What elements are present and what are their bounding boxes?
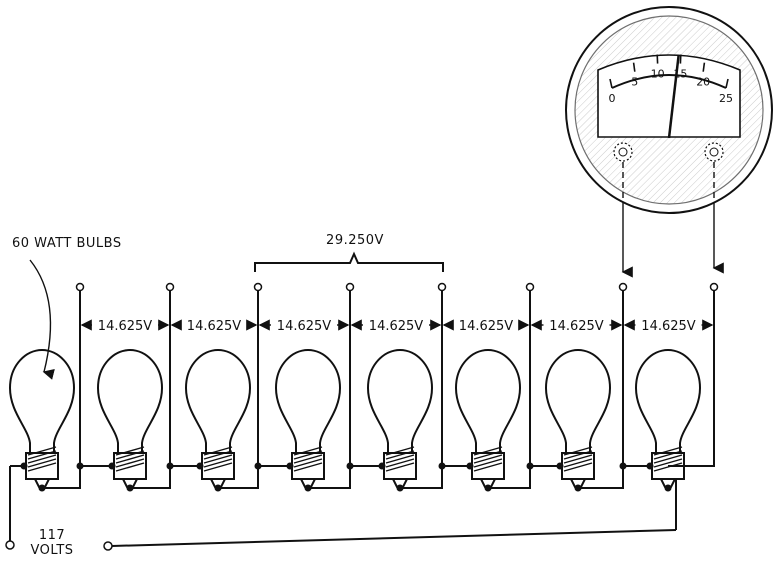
supply-value: 117 <box>39 528 65 543</box>
bulb-voltage: 14.625V <box>260 319 348 334</box>
supply-unit: VOLTS <box>30 543 73 558</box>
voltage-label: 14.625V <box>277 319 331 334</box>
supply-terminal-left <box>6 541 14 549</box>
bulb-voltage: 14.625V <box>352 319 440 334</box>
meter-scale-label: 25 <box>719 92 733 105</box>
bulb <box>10 350 74 492</box>
pair-voltage-label: 29.250V <box>326 233 384 248</box>
series-wire <box>668 284 718 467</box>
voltage-label: 14.625V <box>549 319 603 334</box>
bulb-voltage: 14.625V <box>82 319 168 334</box>
bulb <box>186 350 250 492</box>
bulb <box>98 350 162 492</box>
bulbs-label: 60 WATT BULBS <box>12 236 122 251</box>
bulb-voltage: 14.625V <box>625 319 712 334</box>
supply-terminal-right <box>104 542 112 550</box>
bulb-voltage: 14.625V <box>532 319 621 334</box>
meter-terminal-left <box>614 143 632 161</box>
bulb-voltage: 14.625V <box>172 319 256 334</box>
meter-scale-label: 20 <box>696 76 710 89</box>
bulb <box>276 350 340 492</box>
meter-terminal-right <box>705 143 723 161</box>
bulb <box>546 350 610 492</box>
bulb-voltage: 14.625V <box>444 319 528 334</box>
bulb <box>368 350 432 492</box>
voltage-label: 14.625V <box>369 319 423 334</box>
bulb-chain <box>10 284 718 492</box>
meter-scale-label: 0 <box>609 92 616 105</box>
bulb <box>636 350 700 492</box>
return-wire <box>112 530 676 546</box>
voltage-label: 14.625V <box>98 319 152 334</box>
voltage-label: 14.625V <box>459 319 513 334</box>
meter-scale-label: 5 <box>631 76 638 89</box>
bulb <box>456 350 520 492</box>
voltage-label: 14.625V <box>187 319 241 334</box>
pair-voltage-bracket: 29.250V <box>255 233 443 272</box>
voltage-label: 14.625V <box>641 319 695 334</box>
bulbs-label-arrow <box>30 260 50 372</box>
meter-scale-label: 10 <box>651 68 665 81</box>
bulb-voltage-labels: 14.625V 14.625V 14.625V 14.625V 14.625V 14.62… <box>82 319 712 334</box>
